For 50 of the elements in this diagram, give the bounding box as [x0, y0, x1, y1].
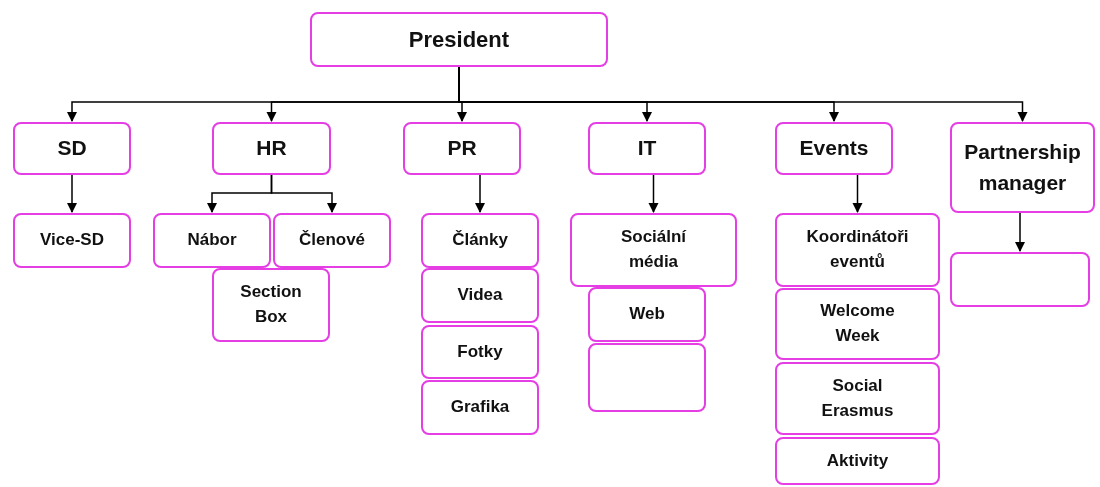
box-label: Events: [799, 135, 869, 162]
box-label: HR: [256, 135, 287, 162]
box-label: Partnership manager: [963, 139, 1082, 196]
box-label: Články: [452, 229, 508, 252]
org-box: [421, 213, 539, 268]
box-label: PR: [447, 135, 477, 162]
org-box: [212, 268, 330, 342]
connector-arrow: [474, 174, 486, 214]
box-label: Členové: [298, 229, 366, 252]
box-label: Sociální média: [619, 226, 688, 273]
org-box: [570, 213, 737, 287]
box-label: IT: [637, 135, 657, 162]
org-box: [421, 325, 539, 379]
org-box: [310, 12, 608, 67]
org-box: [950, 122, 1095, 213]
box-label: Welcome Week: [819, 300, 896, 347]
box-label: Section Box: [239, 281, 303, 328]
box-label: Grafika: [450, 396, 510, 419]
org-box: [775, 122, 893, 175]
org-box: [153, 213, 271, 268]
org-box: [13, 122, 131, 175]
org-box: [421, 380, 539, 435]
box-label: Fotky: [457, 340, 503, 363]
org-box: [273, 213, 391, 268]
box-label: Web: [629, 303, 665, 326]
box-label: SD: [57, 135, 87, 162]
box-label: Aktivity: [826, 449, 889, 472]
org-box: [775, 362, 940, 435]
connector-arrow: [852, 174, 863, 214]
box-label: President: [408, 25, 510, 54]
org-box: [588, 122, 706, 175]
connector-arrow: [648, 174, 659, 214]
org-box: [403, 122, 521, 175]
empty-box: [950, 252, 1090, 307]
org-box: [421, 268, 539, 323]
org-box: [775, 288, 940, 360]
box-label: Videa: [457, 284, 503, 307]
box-label: Koordinátoři eventů: [805, 226, 910, 273]
box-label: Nábor: [187, 229, 237, 252]
connector-arrow: [1014, 212, 1026, 253]
org-box: [775, 437, 940, 485]
box-label: Social Erasmus: [820, 374, 895, 422]
connector-arrow: [66, 174, 78, 214]
box-label: Vice-SD: [40, 229, 104, 252]
org-box: [775, 213, 940, 287]
org-box: [212, 122, 331, 175]
org-box: [588, 287, 706, 342]
empty-box: [588, 343, 706, 412]
connector-arrow: [270, 174, 338, 214]
org-box: [13, 213, 131, 268]
